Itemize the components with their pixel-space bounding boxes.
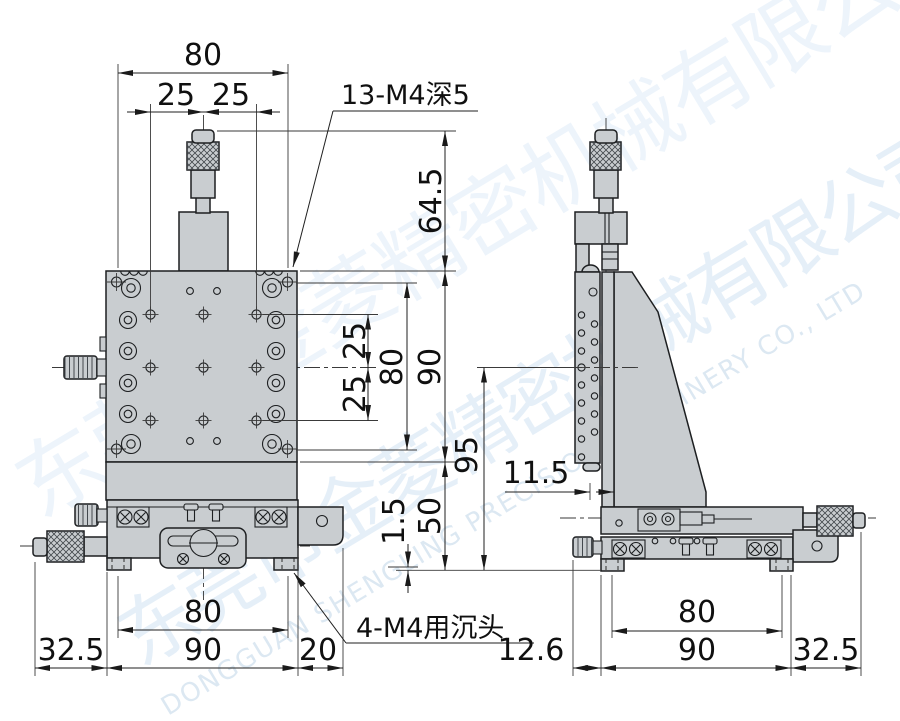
clamp-arm — [792, 529, 839, 563]
x-screw — [255, 509, 271, 525]
dim-face-height: 90 — [413, 348, 448, 386]
side-y-micrometer — [802, 505, 866, 537]
side-top-micrometer — [574, 129, 628, 273]
front-x-micrometer — [32, 530, 108, 563]
x-screw — [612, 541, 628, 557]
side-base — [600, 506, 839, 572]
side-dimensions: 11.5 80 12.6 90 32.5 — [498, 456, 862, 676]
x-screw — [747, 541, 763, 557]
dim-side-hole-span: 80 — [678, 595, 716, 630]
side-view — [560, 118, 876, 572]
front-side-knob — [63, 355, 107, 380]
front-face-plate — [105, 270, 298, 467]
spindle — [601, 243, 619, 271]
front-top-micrometer — [178, 129, 229, 272]
dim-hole-rows-span: 80 — [375, 348, 410, 386]
knurl-texture — [187, 142, 219, 170]
x-screw — [133, 509, 149, 525]
t-screw — [208, 503, 224, 522]
dim-row-lower-25: 25 — [338, 375, 373, 413]
dim-mic-height: 64.5 — [414, 168, 449, 235]
dim-edge-offset: 12.6 — [498, 633, 565, 668]
side-plate-and-gusset — [566, 271, 707, 508]
phillips-screw — [176, 552, 190, 566]
dim-base-height: 50 — [413, 497, 448, 535]
dim-row-upper-25: 25 — [338, 322, 373, 360]
dim-side-base-width: 90 — [678, 633, 716, 668]
ring-screw — [643, 512, 657, 526]
t-screw — [678, 537, 694, 556]
dim-side-mic-overhang: 32.5 — [793, 633, 860, 668]
foot — [769, 558, 794, 572]
front-dimensions: 80 25 25 13-M4深5 64.5 25 25 80 90 50 1.5… — [34, 38, 601, 676]
dim-front-top-width: 80 — [184, 38, 222, 73]
dim-front-top-left-25: 25 — [157, 78, 195, 113]
front-base — [106, 499, 344, 571]
dim-front-mic-overhang: 32.5 — [38, 633, 105, 668]
dim-center-height: 95 — [450, 436, 485, 474]
clamp-plate — [159, 527, 247, 569]
foot — [600, 558, 625, 572]
x-screw — [628, 541, 644, 557]
t-screw — [183, 503, 199, 522]
x-screw — [271, 509, 287, 525]
grid-tapped-holes — [142, 306, 265, 429]
phillips-screw — [217, 552, 231, 566]
dim-front-bottom-80: 80 — [184, 595, 222, 630]
label-thread-note: 13-M4深5 — [341, 80, 470, 111]
left-tab — [99, 383, 107, 399]
ring-screw — [661, 512, 675, 526]
t-screw — [702, 537, 718, 556]
front-view — [20, 115, 378, 600]
dim-center-offset: 11.5 — [503, 456, 570, 491]
dim-front-top-right-25: 25 — [212, 78, 250, 113]
foot — [106, 557, 132, 571]
x-screw — [117, 509, 133, 525]
front-lower-body — [105, 461, 298, 501]
left-tab — [99, 336, 107, 352]
side-thumbscrew — [572, 536, 603, 558]
x-screw — [763, 541, 779, 557]
corner-tapped-holes — [107, 273, 297, 458]
dim-lip: 1.5 — [377, 497, 412, 545]
dim-arm-ext: 20 — [299, 633, 337, 668]
dim-front-base-width: 90 — [184, 633, 222, 668]
label-countersink-note: 4-M4用沉头 — [356, 613, 504, 644]
counterbore-holes — [118, 277, 286, 455]
plate-holes — [574, 311, 599, 461]
front-thumbscrew — [74, 503, 108, 527]
